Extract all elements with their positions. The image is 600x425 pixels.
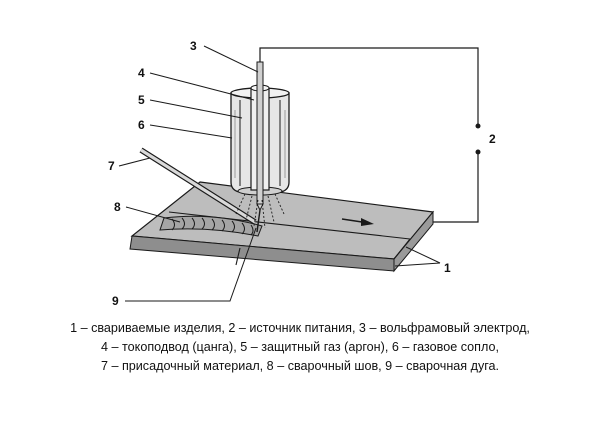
welding-arc [235,193,285,233]
circuit-wire-top [259,47,479,124]
label-1: 1 [444,261,451,275]
number-labels: 3 4 5 6 7 8 9 2 1 [108,39,496,308]
weld-seam-ripples [171,217,254,236]
weld-seam [159,215,263,237]
shielding-gas-channel [239,100,281,186]
filler-rod [139,147,257,225]
label-7: 7 [108,159,115,173]
caption-line-2: 4 – токоподвод (цанга), 5 – защитный газ… [101,340,499,354]
label-9: 9 [112,294,119,308]
label-8: 8 [114,200,121,214]
circuit-wire-bottom [433,154,479,223]
caption-line-3: 7 – присадочный материал, 8 – сварочный … [100,359,500,373]
tungsten-electrode [256,61,264,205]
leader-lines [118,45,441,302]
caption-line-1: 1 – свариваемые изделия, 2 – источник пи… [70,321,530,335]
label-5: 5 [138,93,145,107]
label-4: 4 [138,66,145,80]
power-source-circuit [259,47,481,223]
workpiece-plates [129,181,435,273]
plate-joint-front [235,247,241,266]
label-2: 2 [489,132,496,146]
welding-direction-arrow [341,218,374,226]
figure-caption: 1 – свариваемые изделия, 2 – источник пи… [0,319,600,376]
tig-welding-diagram: 3 4 5 6 7 8 9 2 1 [108,39,496,308]
plate-right-edge [393,210,434,273]
label-6: 6 [138,118,145,132]
welding-torch [230,61,290,212]
label-3: 3 [190,39,197,53]
